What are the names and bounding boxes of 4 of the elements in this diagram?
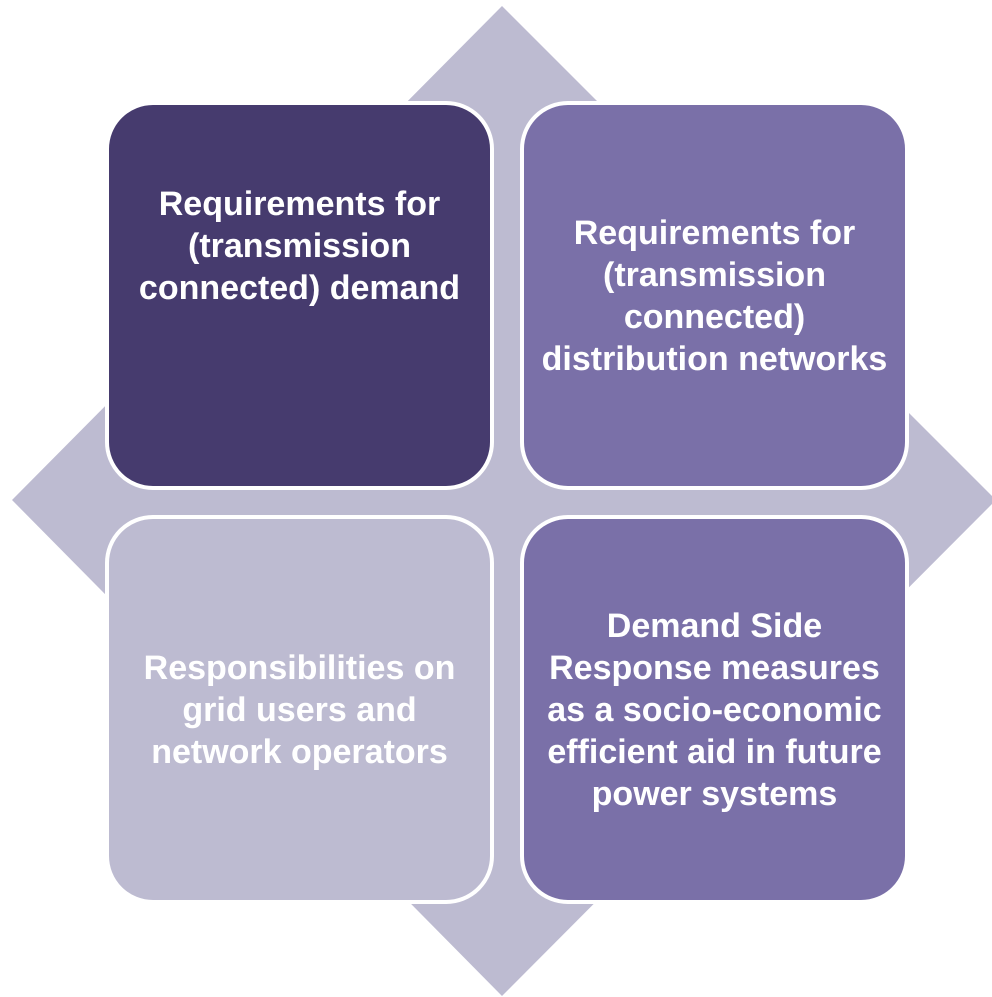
box-text: Requirements for (transmission connected) distribution networks bbox=[540, 212, 888, 380]
box-text: Responsibilities on grid users and network operators bbox=[142, 648, 456, 772]
box-text: Demand Side Response measures as a socio-economic efficient aid in future power systems bbox=[546, 606, 883, 814]
box-text: Requirements for (transmission connected) demand bbox=[138, 184, 462, 308]
